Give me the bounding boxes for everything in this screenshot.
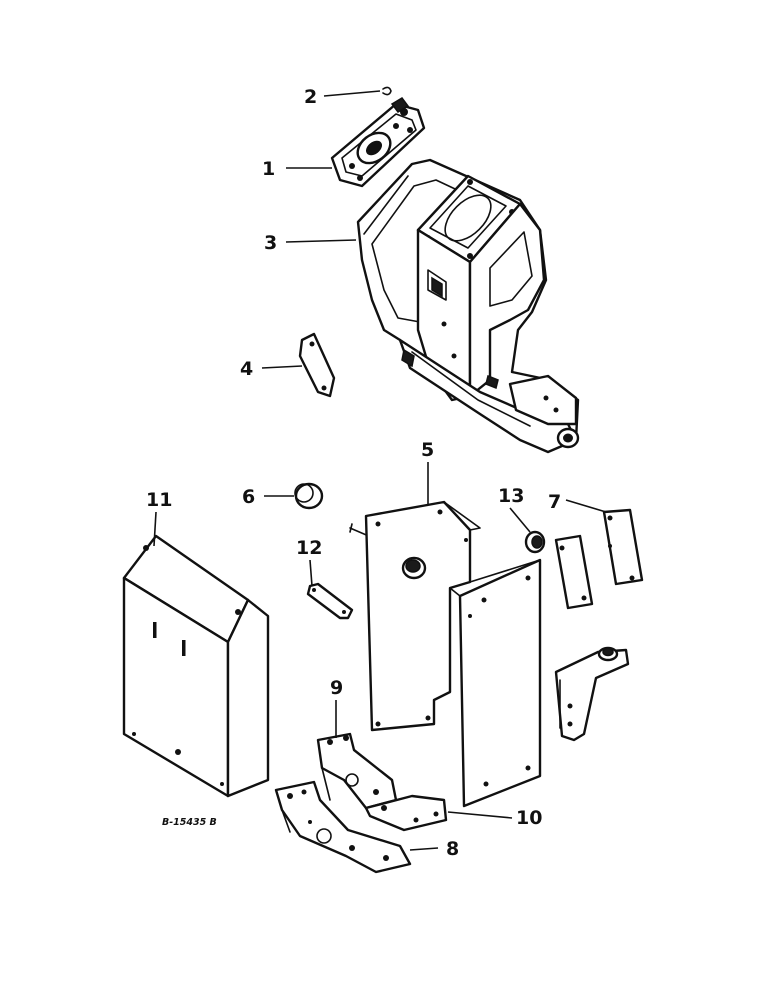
part-12-strap <box>306 582 354 620</box>
part-6-plug <box>294 482 324 510</box>
leader-lines <box>153 90 607 851</box>
callout-6: 6 <box>242 486 255 508</box>
part-5-housing-panel <box>349 500 542 808</box>
leader-8 <box>409 847 439 851</box>
part-4-gasket-plate <box>298 332 336 398</box>
callout-12: 12 <box>296 537 322 559</box>
part-9-floor-bracket <box>316 732 448 832</box>
part-8-floor-bracket <box>274 780 412 874</box>
callout-2: 2 <box>304 86 317 108</box>
callout-13: 13 <box>498 485 524 507</box>
callout-3: 3 <box>264 232 277 254</box>
leader-3 <box>285 239 357 243</box>
callout-11: 11 <box>146 489 172 511</box>
callout-4: 4 <box>240 358 253 380</box>
leader-4 <box>261 365 303 369</box>
leader-2 <box>323 90 381 97</box>
part-11-side-cover <box>122 534 270 798</box>
leader-13 <box>509 507 531 533</box>
part-1-cover-plate <box>330 97 426 188</box>
drawing-code: B-15435 B <box>162 817 217 828</box>
leader-10 <box>447 811 513 819</box>
callout-5: 5 <box>421 439 434 461</box>
callout-7: 7 <box>548 491 561 513</box>
leader-11 <box>153 511 157 547</box>
callout-8: 8 <box>446 838 459 860</box>
bracket <box>554 646 630 742</box>
callout-9: 9 <box>330 677 343 699</box>
leader-12 <box>309 559 313 587</box>
callout-1: 1 <box>262 158 275 180</box>
callout-10: 10 <box>516 807 542 829</box>
part-2-pin <box>382 86 392 96</box>
callout-labels: 1 2 3 4 5 6 7 8 9 10 11 12 13 B-15435 B <box>146 86 561 860</box>
part-7-gasket-plates <box>554 508 644 610</box>
leader-7 <box>565 499 607 513</box>
part-13-bushing <box>524 530 546 554</box>
part-3-main-frame <box>356 158 580 454</box>
